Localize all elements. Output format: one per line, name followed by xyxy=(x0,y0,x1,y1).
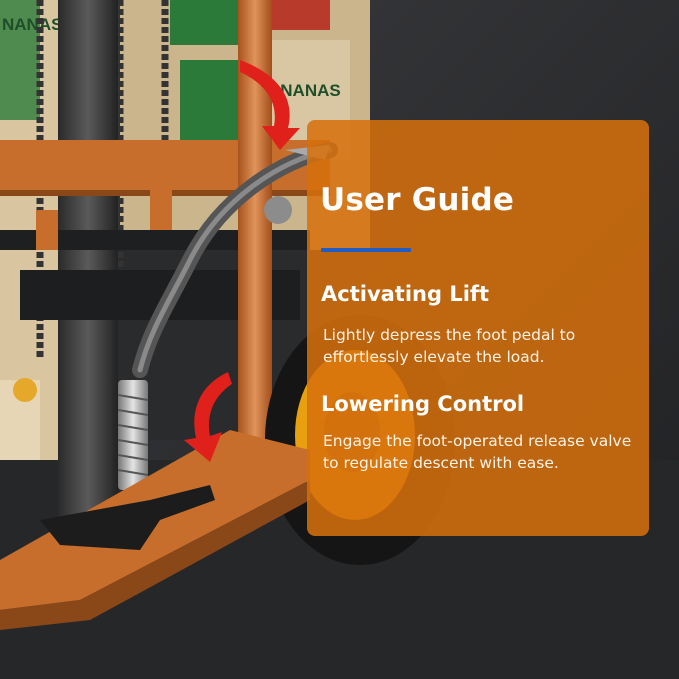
lowering-control-heading: Lowering Control xyxy=(321,392,525,416)
lowering-control-text: Engage the foot-operated release valve t… xyxy=(323,432,632,472)
bracket-left xyxy=(36,210,58,250)
guide-title: User Guide xyxy=(320,182,515,218)
crate-label-2: ANANAS xyxy=(268,81,341,100)
crate-label-1: NANAS xyxy=(2,15,62,34)
foot-pedal xyxy=(40,485,215,550)
title-divider xyxy=(321,248,411,252)
bracket-right xyxy=(150,190,172,230)
black-mast xyxy=(58,0,118,520)
activating-lift-heading: Activating Lift xyxy=(321,282,490,306)
red-arrow-top xyxy=(240,60,300,150)
hinge-bolt xyxy=(264,196,292,224)
user-guide-panel: User Guide Activating Lift Lightly depre… xyxy=(307,120,649,536)
spring xyxy=(118,380,148,490)
red-arrow-bottom xyxy=(184,372,232,462)
activating-lift-text: Lightly depress the foot pedal to effort… xyxy=(323,326,576,366)
